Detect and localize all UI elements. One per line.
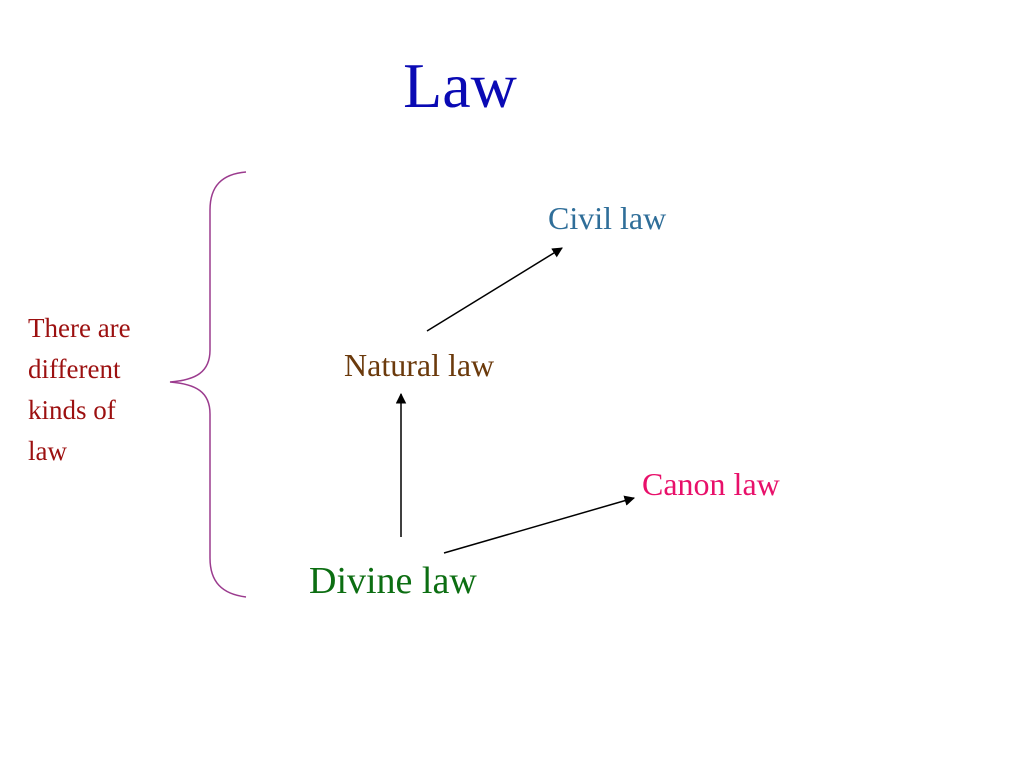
- side-note-line: law: [28, 436, 67, 466]
- side-note-line: There are: [28, 313, 131, 343]
- node-natural-law: Natural law: [344, 347, 495, 383]
- node-divine-law: Divine law: [309, 560, 477, 602]
- node-canon-law: Canon law: [642, 466, 780, 502]
- arrow-natural-to-civil: [426, 247, 563, 332]
- side-note-line: different: [28, 354, 121, 384]
- arrow-divine-to-canon: [443, 495, 636, 554]
- side-note-line: kinds of: [28, 395, 116, 425]
- curly-brace: [169, 171, 247, 598]
- node-civil-law: Civil law: [548, 200, 667, 236]
- slide-title: Law: [403, 50, 517, 121]
- side-note: There are different kinds of law: [28, 308, 178, 472]
